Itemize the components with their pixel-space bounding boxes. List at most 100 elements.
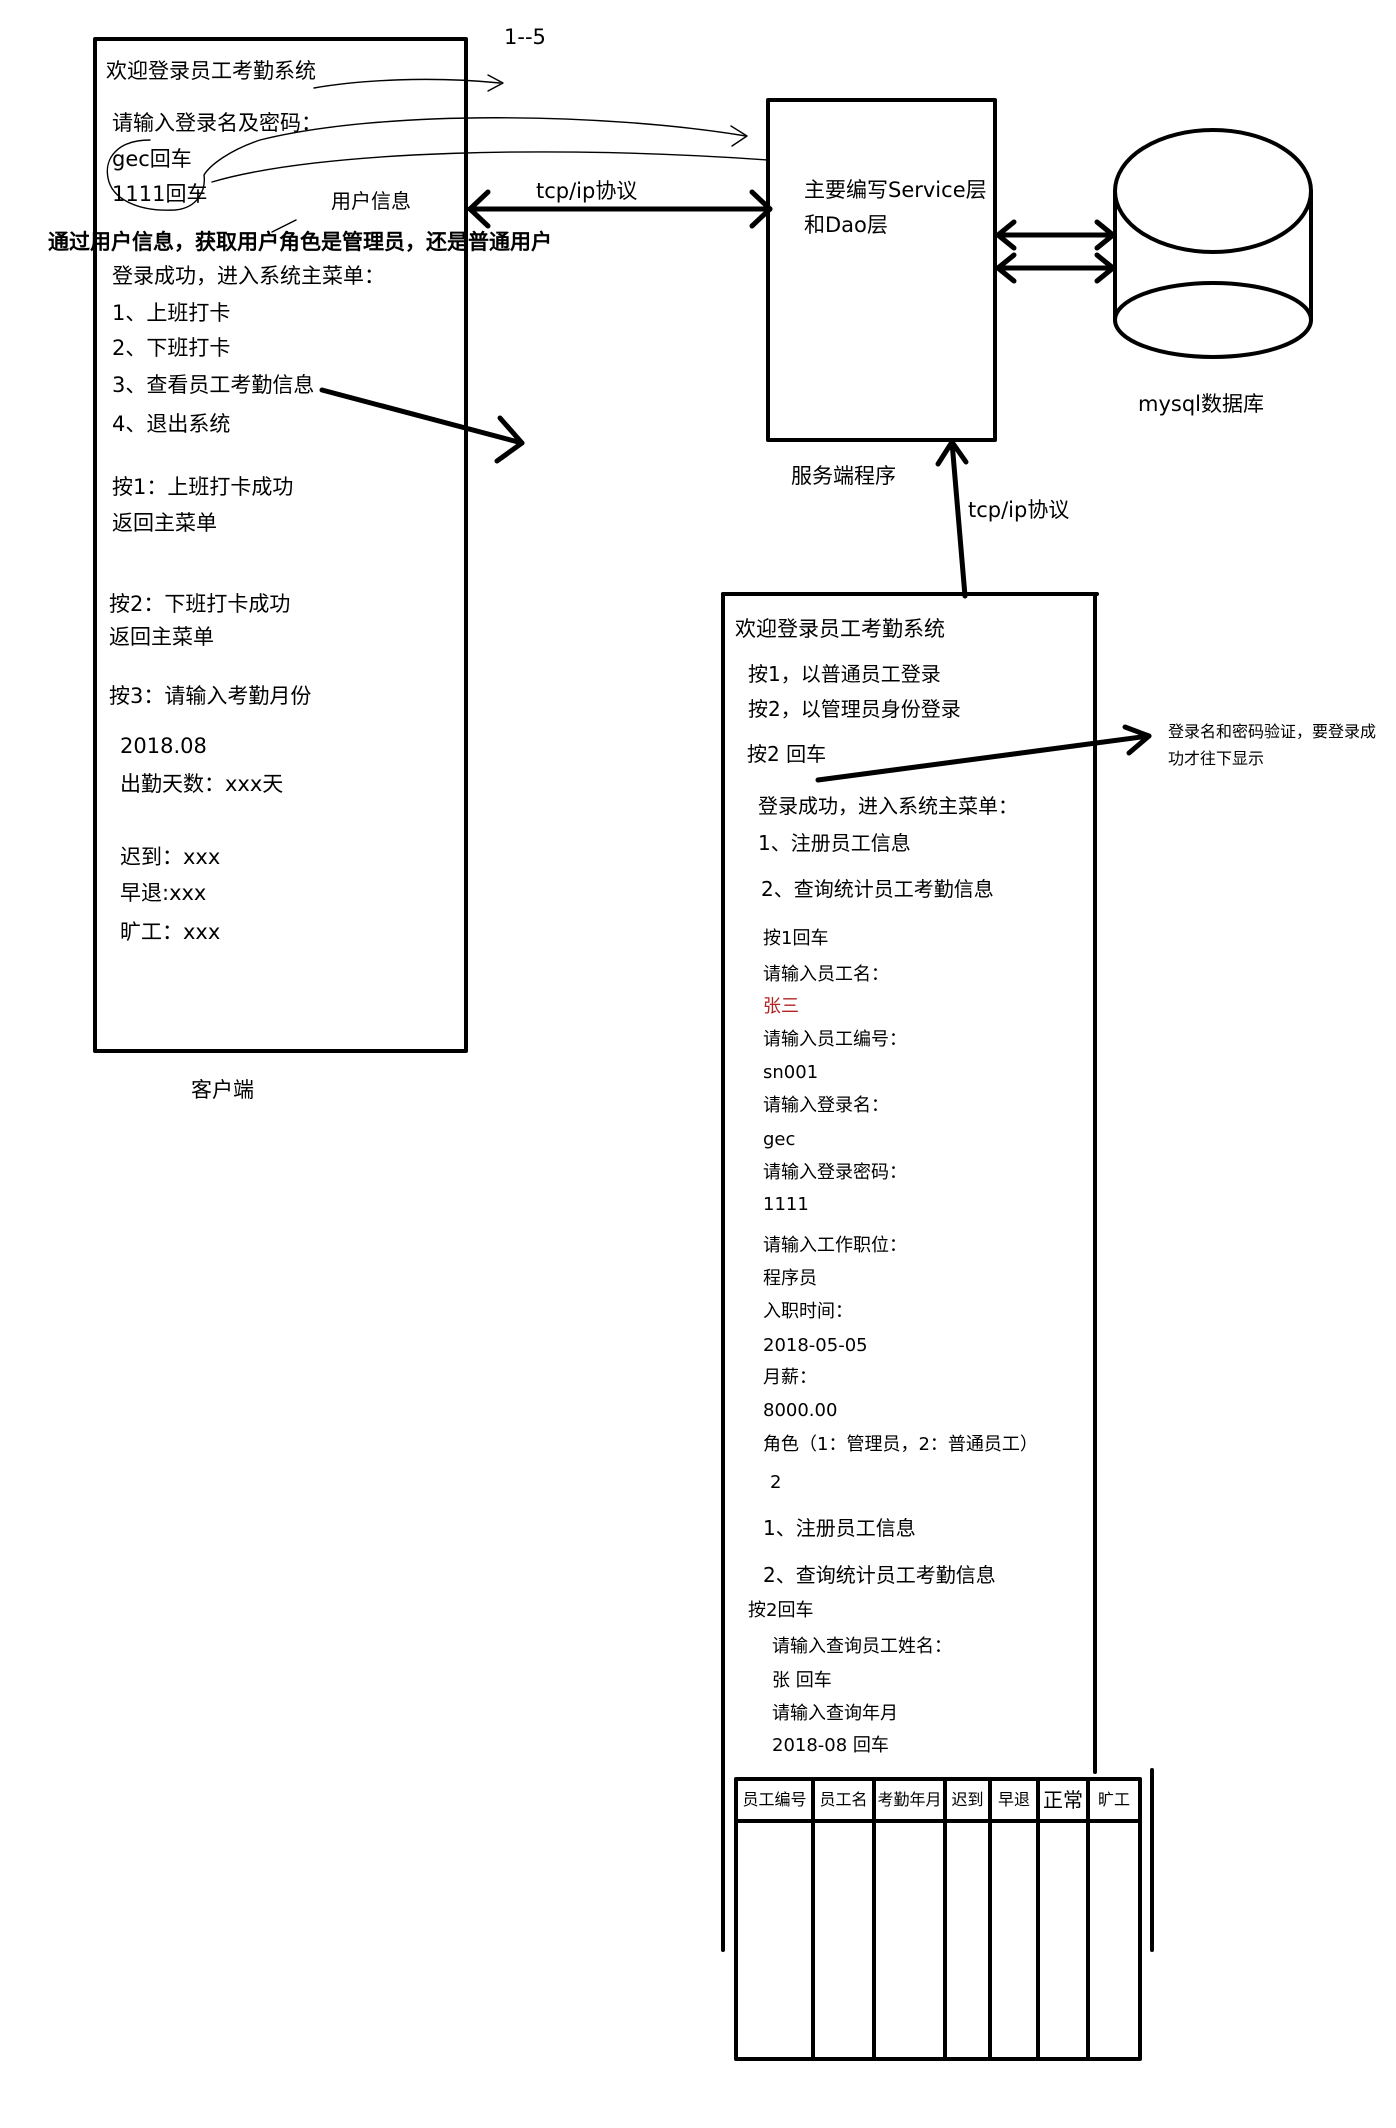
register-field-prompt: 角色（1：管理员，2：普通员工） [763,1434,1038,1455]
table-header-normal: 正常 [1043,1788,1083,1812]
admin-menu-item-register: 1、注册员工信息 [758,831,911,855]
register-field-value: 8000.00 [763,1400,838,1421]
table-header-absent: 旷工 [1097,1790,1130,1809]
arrow-shaft [949,439,968,599]
register-field-value: sn001 [763,1062,819,1083]
credentials-circle-curve [106,117,747,211]
admin-server-arrow [935,439,969,599]
table-border [734,1777,1142,2061]
absent-count: 旷工：xxx [120,920,221,944]
arrow-head-right [1094,252,1116,284]
register-choice: 按1回车 [763,928,829,949]
arrow-head [494,415,525,464]
client-menu-item-exit: 4、退出系统 [112,412,231,436]
late-count: 迟到：xxx [120,845,221,869]
role-note: 通过用户信息，获取用户角色是管理员，还是普通用户 [48,230,552,254]
admin-menu-item-register-repeat: 1、注册员工信息 [763,1516,916,1540]
arrow-head [935,439,969,467]
register-field-prompt: 入职时间： [763,1301,853,1322]
arrow-shaft [319,387,525,446]
query-name-prompt: 请输入查询员工姓名： [772,1636,952,1657]
admin-server-protocol-label: tcp/ip协议 [968,498,1070,522]
arrow-head [1122,724,1152,756]
client-menu-item-view-attendance: 3、查看员工考勤信息 [112,373,315,397]
client-welcome-title: 欢迎登录员工考勤系统 [106,59,316,83]
user-info-pointer [271,219,297,233]
database-bottom [1113,281,1313,359]
register-field-value: 张三 [763,996,799,1017]
user-info-label: 用户信息 [331,189,411,213]
client-server-protocol-label: tcp/ip协议 [536,179,638,203]
admin-menu-item-query-repeat: 2、查询统计员工考勤信息 [763,1563,996,1587]
arrow-head-left [995,252,1017,284]
query-month-prompt-admin: 请输入查询年月 [772,1703,898,1724]
table-header-employee-id: 员工编号 [742,1790,807,1809]
server-description-line-2: 和Dao层 [804,213,888,237]
register-field-prompt: 请输入工作职位： [763,1235,907,1256]
database-caption: mysql数据库 [1138,392,1264,416]
client-menu-title: 登录成功，进入系统主菜单： [112,264,385,288]
register-field-value: gec [763,1129,796,1150]
server-caption: 服务端程序 [791,464,896,488]
clock-out-result: 按2：下班打卡成功 [109,592,291,616]
table-header-employee-name: 员工名 [819,1790,868,1809]
server-description-line-1: 主要编写Service层 [804,178,987,202]
welcome-to-range-curve [313,74,504,92]
register-field-prompt: 请输入员工名： [763,964,889,985]
query-month-prompt: 按3：请输入考勤月份 [109,684,312,708]
database-top [1113,128,1313,254]
login-choice: 按2 回车 [747,742,827,766]
attendance-table-grid [734,1777,1142,2061]
early-leave-count: 早退:xxx [120,881,207,905]
validation-note-line-2: 功才往下显示 [1168,749,1265,768]
database-cylinder [1113,128,1313,359]
query-attendance-arrow [319,387,525,464]
admin-menu-title: 登录成功，进入系统主菜单： [758,794,1018,818]
client-menu-item-clock-out: 2、下班打卡 [112,336,231,360]
validation-note-arrow [815,724,1152,783]
table-header-month: 考勤年月 [877,1790,942,1809]
login-option-employee: 按1，以普通员工登录 [748,662,941,686]
arrow-shaft [815,733,1152,783]
clock-in-result: 按1：上班打卡成功 [112,475,294,499]
curve [313,78,501,89]
curve-arrow-head [730,125,748,147]
client-menu-item-clock-in: 1、上班打卡 [112,301,231,325]
register-field-prompt: 请输入登录名： [763,1095,889,1116]
query-month-value-admin: 2018-08 回车 [772,1735,889,1756]
attendance-days: 出勤天数：xxx天 [120,772,284,796]
arrow-head-right [1094,219,1116,251]
arrow-head-left [467,189,491,229]
arrow-head-right [749,189,773,229]
clock-out-return: 返回主菜单 [109,625,214,649]
register-field-value: 2 [770,1472,782,1493]
client-username-entry: gec回车 [112,147,192,171]
register-field-prompt: 请输入员工编号： [763,1029,907,1050]
client-login-prompt: 请输入登录名及密码： [112,111,322,135]
login-option-admin: 按2，以管理员身份登录 [748,697,961,721]
query-month-value: 2018.08 [120,734,207,758]
admin-menu-item-query: 2、查询统计员工考勤信息 [761,877,994,901]
admin-client-box [721,592,1154,1952]
table-header-late: 迟到 [951,1790,984,1809]
admin-welcome-title: 欢迎登录员工考勤系统 [735,617,945,641]
register-field-value: 2018-05-05 [763,1335,868,1356]
curve-arrow-head [487,74,504,92]
client-box [93,37,468,1053]
client-caption: 客户端 [191,1078,254,1102]
server-box [766,98,997,442]
register-field-prompt: 请输入登录密码： [763,1162,907,1183]
client-password-entry: 1111回车 [112,182,208,206]
register-field-value: 程序员 [763,1268,817,1289]
register-field-prompt: 月薪： [763,1367,817,1388]
query-choice: 按2回车 [748,1600,814,1621]
validation-note-line-1: 登录名和密码验证，要登录成 [1168,722,1377,741]
curve [211,151,769,183]
register-field-value: 1111 [763,1194,809,1215]
clock-in-return: 返回主菜单 [112,511,217,535]
client-server-arrow [467,189,773,229]
query-name-value: 张 回车 [772,1670,832,1691]
credentials-to-server-curve [106,117,769,211]
